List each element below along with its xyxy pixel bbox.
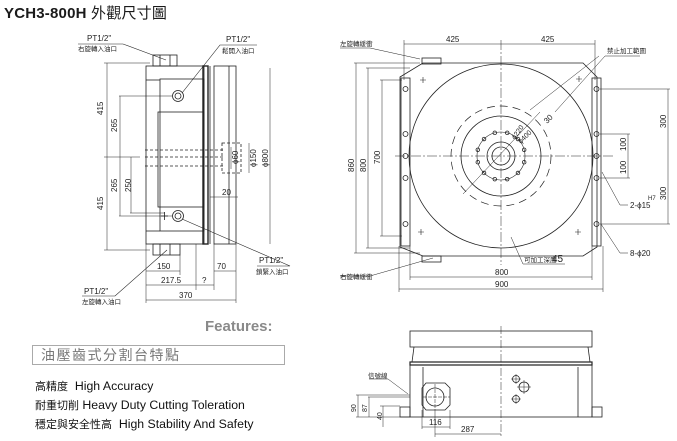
rail-hole [593,131,600,137]
bolt-hole [481,136,487,142]
signal-flange [421,382,451,411]
dim-phi150: ϕ150 [249,149,258,167]
port-top-right-desc: 鬆開入油口 [222,46,255,55]
dim-287: 287 [461,425,475,434]
dim-phi800: ϕ800 [261,149,270,167]
feature-en: Heavy Duty Cutting Toleration [82,398,245,412]
top-view [340,40,670,292]
rail-hole [402,86,409,92]
dim-217-5: 217.5 [161,276,182,285]
dim-116: 116 [429,418,442,427]
rail-hole [593,175,600,181]
dim-100-top: 100 [619,137,628,151]
left-buffer-label: 左旋轉緩衝 [340,39,373,48]
dim-40: 40 [377,412,384,420]
top-outline [399,62,598,257]
side-view [78,43,291,303]
table-plate [213,65,237,245]
dim-700: 700 [373,150,382,164]
feature-item: 穩定與安全性高 High Stability And Safety [35,415,254,434]
dim-phi60: ϕ60 [231,150,240,164]
bolt-hole [492,130,497,136]
bottom-connector [152,243,181,256]
machining-depth-label: 可加工深度 [524,255,557,264]
port-bottom-left-spec: PT1/2" [84,287,108,296]
dim-300-bottom: 300 [659,186,668,200]
feature-cn: 高精度 [35,380,68,393]
bolt-hole [521,160,527,165]
dim-265-top: 265 [110,118,119,132]
page-title: YCH3-800H 外觀尺寸圖 [4,2,167,23]
dim-800-vertical: 800 [359,158,368,172]
port-bottom-left-desc: 左旋轉入油口 [82,297,121,306]
dim-425-left: 425 [446,35,460,44]
port-top-left-desc: 右旋轉入油口 [78,44,117,53]
port-top-right-spec: PT1/2" [226,35,250,44]
port-bottom-right-desc: 鎖緊入油口 [256,267,289,276]
front-view [356,326,603,437]
feature-en: High Stability And Safety [118,417,254,431]
title-suffix: 外觀尺寸圖 [91,5,168,22]
bolt-hole [505,130,510,136]
dim-860: 860 [347,158,356,172]
model-name: YCH3-800H [4,5,87,22]
dim-800: 800 [495,268,509,277]
dim-70: 70 [217,262,226,271]
dim-300-top: 300 [659,114,668,128]
dim-415-bottom: 415 [96,196,105,210]
port-release [172,90,184,102]
dim-150: 150 [157,262,171,271]
dim-250: 250 [124,178,133,192]
rail-hole [593,221,600,227]
rail-hole [402,175,409,181]
bolt-hole [492,176,497,182]
dim-unknown: ? [202,276,207,285]
dim-415-top: 415 [96,101,105,115]
dim-90: 90 [351,404,358,412]
signal-line-label: 信號線 [368,371,388,380]
rail-hole [402,131,409,137]
dim-265-bottom: 265 [110,178,119,192]
features-list: 高精度 High Accuracy 耐重切削 Heavy Duty Cuttin… [35,377,254,434]
port-top-left-spec: PT1/2" [87,34,111,43]
holes-20-label: 8-ϕ20 [630,249,651,258]
holes-15-label: 2-ϕ15 [630,201,651,210]
bolt-holes [475,130,527,182]
tolerance-h7: H7 [648,196,656,202]
feature-cn: 耐重切削 [35,399,79,412]
bolt-hole [515,136,521,142]
dim-370: 370 [179,291,193,300]
dim-100-bottom: 100 [619,160,628,174]
port-lock [172,210,184,222]
dim-30: 30 [542,112,555,125]
bolt-hole [515,170,521,176]
feature-en: High Accuracy [74,379,154,393]
right-buffer-label: 右旋轉緩衝 [340,272,373,281]
dim-20: 20 [222,188,231,197]
bolt-hole [481,170,487,176]
bolt-hole [475,160,481,165]
feature-item: 耐重切削 Heavy Duty Cutting Toleration [35,396,254,415]
feature-cn: 穩定與安全性高 [35,418,112,431]
bolt-hole [505,176,510,182]
port-bottom-right-spec: PT1/2" [259,256,283,265]
features-box-title: 油壓齒式分割台特點 [32,345,285,365]
feature-item: 高精度 High Accuracy [35,377,254,396]
dim-87: 87 [362,404,369,412]
machining-depth-value: 45 [552,254,564,265]
dim-425-right: 425 [541,35,555,44]
features-heading: Features: [205,318,273,335]
rail-hole [593,86,600,92]
no-machining-label: 禁止加工範圍 [607,46,646,55]
rail-hole [402,221,409,227]
bolt-hole [475,147,481,152]
dim-900: 900 [495,280,509,289]
bolt-hole [521,147,527,152]
